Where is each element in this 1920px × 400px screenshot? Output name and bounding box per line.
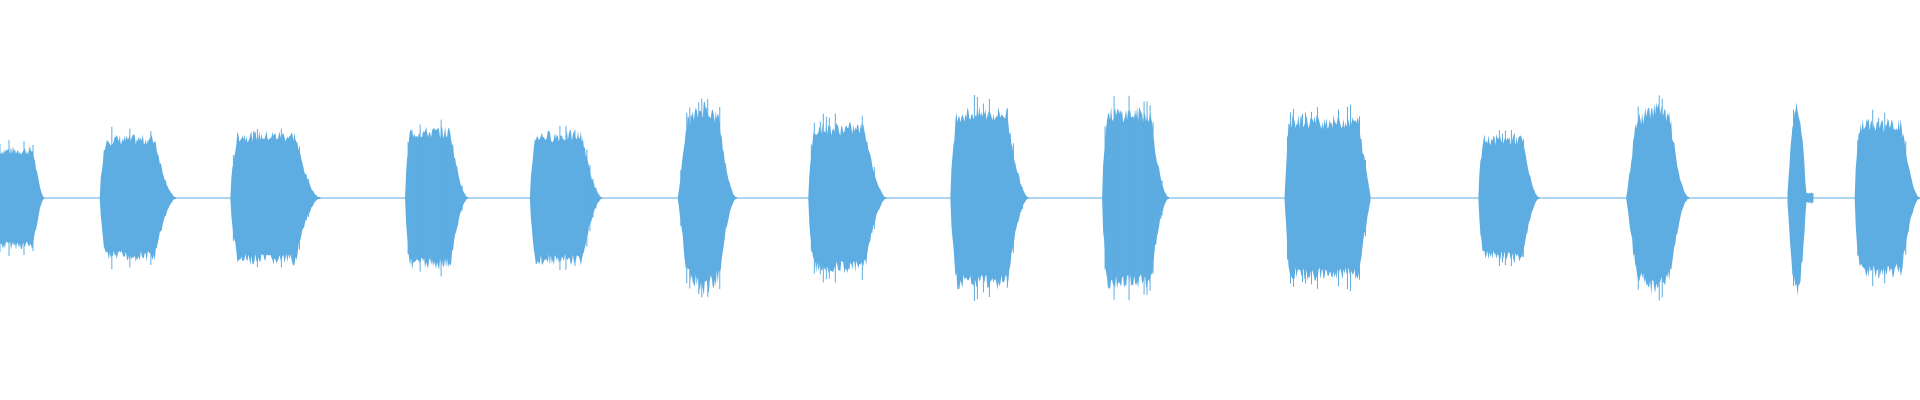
waveform-burst-shape — [1787, 102, 1814, 297]
waveform-burst — [1787, 102, 1814, 297]
waveform-burst — [1478, 129, 1540, 267]
waveform-burst — [1284, 104, 1371, 292]
waveform-burst — [677, 98, 737, 298]
waveform-burst-shape — [1284, 114, 1371, 282]
waveform-burst — [1854, 109, 1920, 287]
waveform-burst-shape — [808, 122, 887, 274]
waveform-bursts — [0, 95, 1920, 301]
waveform-burst — [99, 126, 176, 270]
waveform-burst-shape — [230, 130, 321, 266]
waveform-burst-shape — [1102, 106, 1170, 290]
waveform-burst-shape — [99, 134, 176, 262]
waveform-burst-shape — [1626, 102, 1690, 295]
waveform-burst — [0, 139, 44, 257]
waveform-burst — [405, 119, 469, 277]
waveform-burst — [529, 125, 602, 271]
waveform-burst — [1102, 95, 1170, 301]
waveform-burst — [808, 113, 887, 283]
waveform-burst-shape — [0, 146, 44, 250]
waveform-burst-shape — [1478, 134, 1540, 262]
waveform-burst — [1626, 95, 1690, 301]
waveform-burst-shape — [1854, 118, 1920, 278]
waveform-burst — [230, 128, 321, 268]
waveform-burst — [950, 95, 1029, 301]
waveform-burst-shape — [405, 126, 469, 270]
